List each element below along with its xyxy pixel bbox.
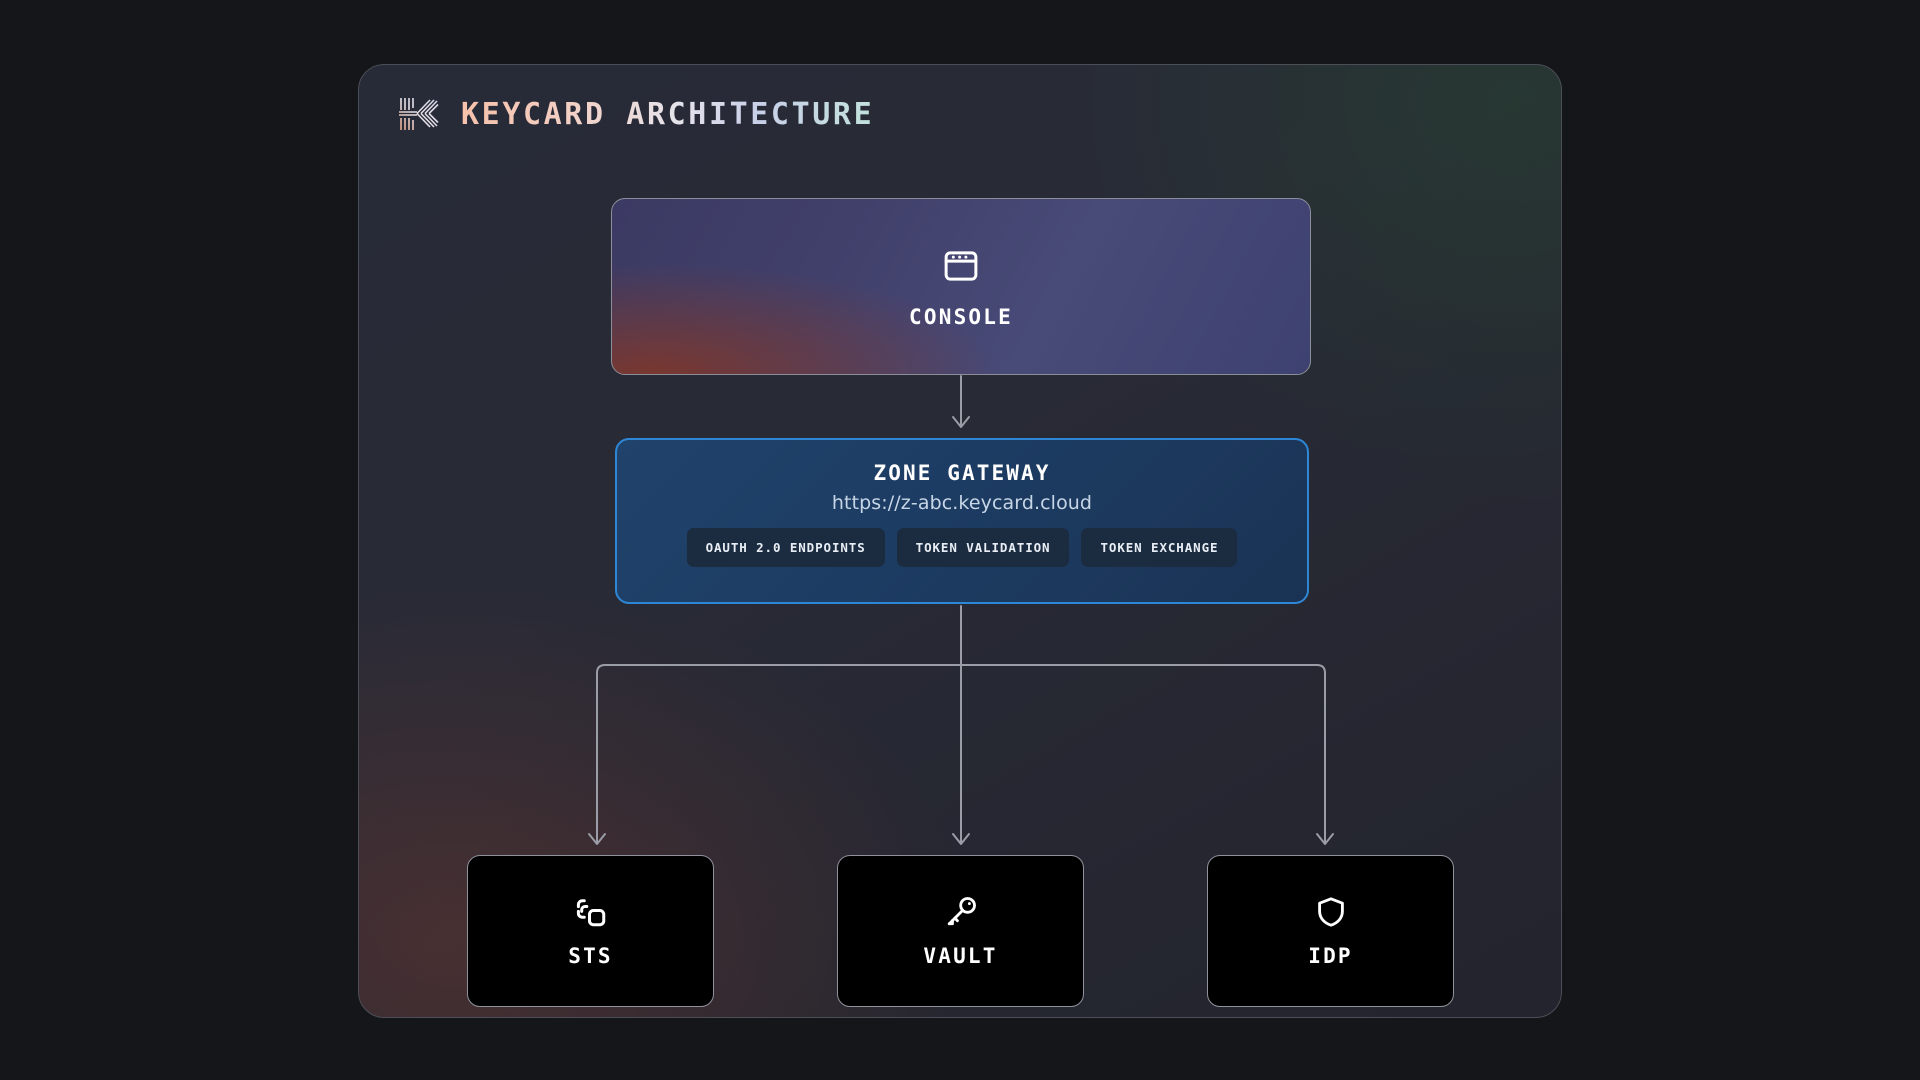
- chip-oauth-endpoints[interactable]: OAUTH 2.0 ENDPOINTS: [686, 528, 885, 567]
- node-zone-gateway-title: ZONE GATEWAY: [873, 461, 1051, 485]
- node-console[interactable]: CONSOLE: [611, 198, 1311, 375]
- shield-icon: [1313, 894, 1349, 930]
- page-title: KEYCARD ARCHITECTURE: [461, 96, 875, 132]
- edge-gateway-branch-bar: [596, 664, 1326, 844]
- node-console-label: CONSOLE: [909, 304, 1013, 329]
- card-header: KEYCARD ARCHITECTURE: [397, 93, 874, 135]
- node-vault-label: VAULT: [923, 944, 998, 968]
- chip-token-validation[interactable]: TOKEN VALIDATION: [896, 528, 1070, 567]
- architecture-card: KEYCARD ARCHITECTURE: [358, 64, 1562, 1018]
- copy-stack-icon: [573, 894, 609, 930]
- node-vault[interactable]: VAULT: [837, 855, 1084, 1007]
- chip-token-exchange[interactable]: TOKEN EXCHANGE: [1081, 528, 1238, 567]
- edge-gateway-vault-arrowhead: [952, 833, 970, 845]
- edge-console-gateway-arrowhead: [952, 416, 970, 428]
- node-zone-gateway[interactable]: ZONE GATEWAY https://z-abc.keycard.cloud…: [615, 438, 1309, 604]
- node-sts-label: STS: [568, 944, 613, 968]
- node-idp[interactable]: IDP: [1207, 855, 1454, 1007]
- node-idp-label: IDP: [1308, 944, 1353, 968]
- gateway-capability-chips: OAUTH 2.0 ENDPOINTS TOKEN VALIDATION TOK…: [686, 528, 1238, 567]
- edge-gateway-sts-arrowhead: [588, 833, 606, 845]
- node-zone-gateway-url: https://z-abc.keycard.cloud: [831, 492, 1093, 514]
- keycard-k-logo-icon: [397, 93, 439, 135]
- node-sts[interactable]: STS: [467, 855, 714, 1007]
- edge-gateway-idp-arrowhead: [1316, 833, 1334, 845]
- app-window-icon: [940, 245, 982, 287]
- key-icon: [943, 894, 979, 930]
